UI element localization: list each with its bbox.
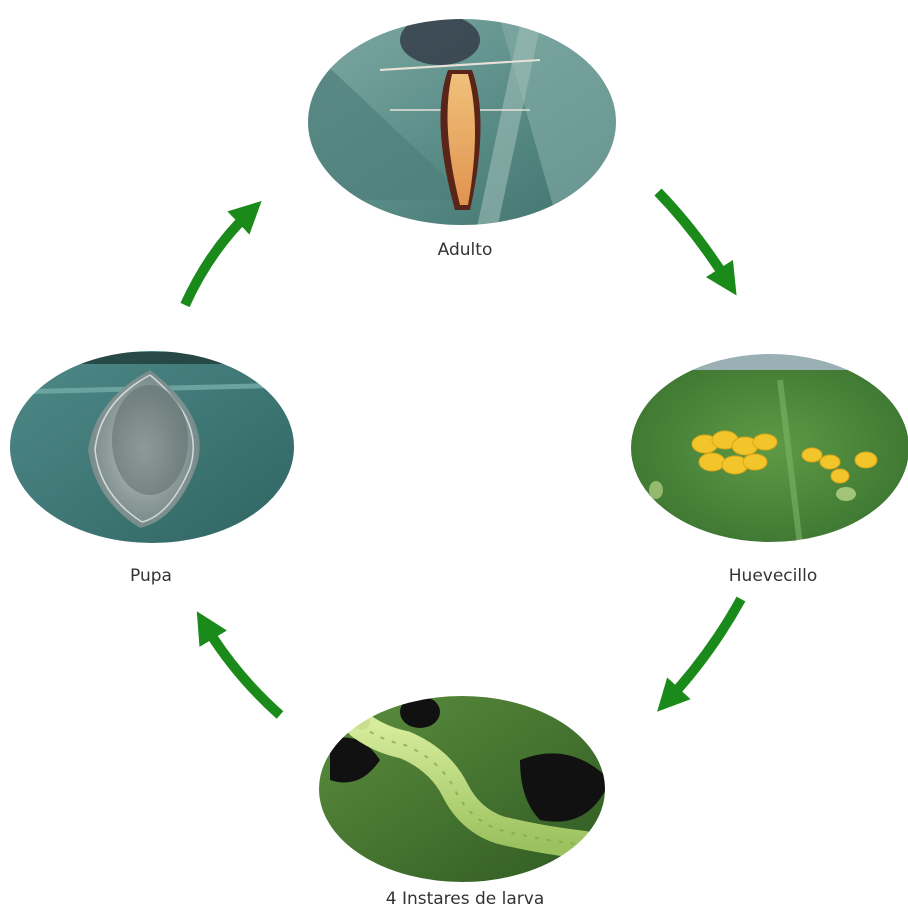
pupa-photo (9, 350, 295, 544)
arrow-egg-to-larva (668, 599, 741, 700)
stage-label-adult: Adulto (390, 240, 540, 260)
stage-label-larva: 4 Instares de larva (355, 889, 575, 909)
arrow-adult-to-egg (658, 192, 728, 282)
stage-label-pupa: Pupa (76, 566, 226, 586)
arrow-pupa-to-adult (185, 212, 250, 305)
stage-label-egg: Huevecillo (698, 566, 848, 586)
adult-photo (300, 15, 620, 230)
arrow-larva-to-pupa (205, 625, 280, 715)
